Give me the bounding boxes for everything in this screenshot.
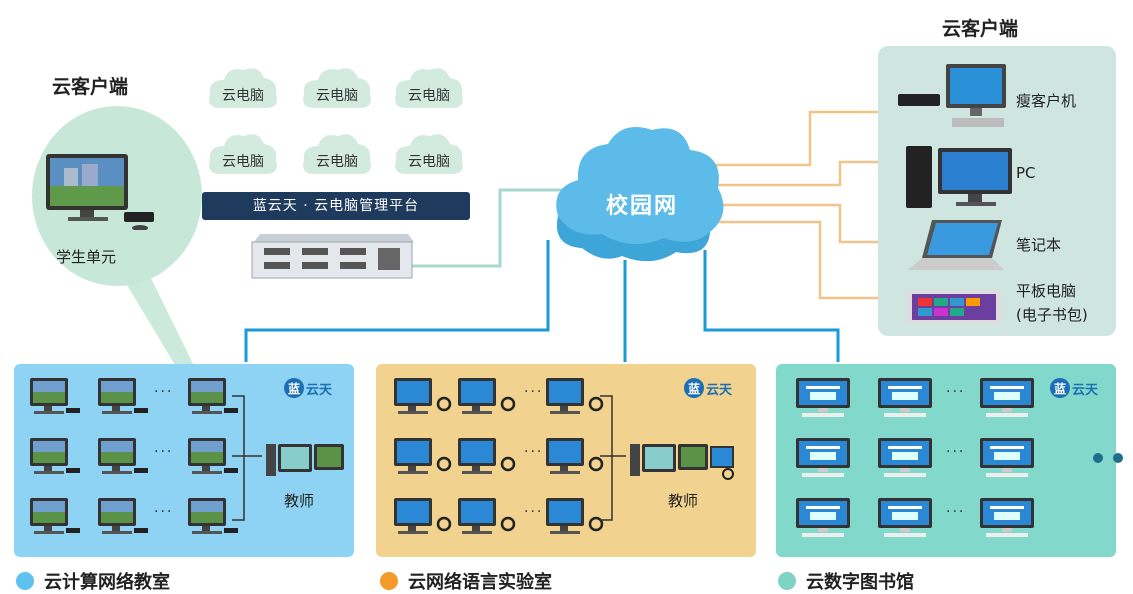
- legend-item-classroom: 云计算网络教室: [16, 568, 170, 594]
- ellipsis: ···: [946, 504, 966, 520]
- classroom-computer-icon: [98, 438, 148, 474]
- device-label-pc: PC: [1016, 164, 1036, 182]
- management-platform-banner: 蓝云天 · 云电脑管理平台: [202, 192, 470, 220]
- ellipsis: ···: [154, 384, 174, 400]
- legend-dot: [380, 572, 398, 590]
- library-computer-icon: [878, 438, 932, 477]
- library-computer-icon: [796, 498, 850, 537]
- legend-dot: [16, 572, 34, 590]
- student-unit-label: 学生单元: [56, 248, 117, 266]
- lab-computer-icon: [458, 378, 516, 414]
- pc-icon: [906, 146, 1012, 208]
- classroom-computer-icon: [30, 378, 80, 414]
- classroom-computer-icon: [188, 378, 238, 414]
- tablet-icon: [906, 290, 1002, 324]
- campus-network-cloud: [556, 127, 724, 262]
- cloud-pc: 云电脑: [392, 128, 466, 184]
- library-computer-icon: [878, 378, 932, 417]
- legend-dot: [778, 572, 796, 590]
- student-pc-icon: [46, 154, 154, 230]
- cloud-pc: 云电脑: [206, 62, 280, 118]
- cloud-pc: 云电脑: [300, 128, 374, 184]
- lab-computer-icon: [458, 438, 516, 474]
- lab-computer-icon: [458, 498, 516, 534]
- legend-label: 云计算网络教室: [44, 572, 170, 593]
- laptop-icon: [908, 220, 1004, 270]
- lab-computer-icon: [546, 378, 604, 414]
- lab-computer-icon: [546, 498, 604, 534]
- teacher-station-icon: [266, 444, 344, 476]
- lab-computer-icon: [394, 378, 452, 414]
- library-computer-icon: [796, 438, 850, 477]
- teacher-label: 教师: [284, 492, 315, 510]
- device-label-laptop: 笔记本: [1016, 236, 1062, 254]
- device-label-thin-client: 瘦客户机: [1016, 92, 1077, 110]
- server-icon: [251, 234, 414, 279]
- cloud-client-title-left: 云客户端: [52, 76, 129, 98]
- device-label-ebook: (电子书包): [1016, 306, 1088, 324]
- brand-logo: 蓝云天: [684, 378, 732, 398]
- library-computer-icon: [980, 438, 1034, 477]
- cloud-pc: 云电脑: [392, 62, 466, 118]
- device-label-tablet: 平板电脑: [1016, 282, 1077, 300]
- legend-label: 云数字图书馆: [806, 572, 914, 593]
- cloud-pc: 云电脑: [206, 128, 280, 184]
- lab-computer-icon: [546, 438, 604, 474]
- library-computer-icon: [878, 498, 932, 537]
- lab-computer-icon: [394, 498, 452, 534]
- ellipsis: ···: [946, 444, 966, 460]
- brand-logo: 蓝云天: [1050, 378, 1098, 398]
- brand-logo: 蓝云天: [284, 378, 332, 398]
- ellipsis: ···: [154, 504, 174, 520]
- library-computer-icon: [796, 378, 850, 417]
- ellipsis: ···: [524, 384, 544, 400]
- teacher-label: 教师: [668, 492, 699, 510]
- legend-item-library: 云数字图书馆: [778, 568, 914, 594]
- classroom-computer-icon: [30, 438, 80, 474]
- ellipsis: ···: [154, 444, 174, 460]
- classroom-computer-icon: [188, 438, 238, 474]
- lab-computer-icon: [394, 438, 452, 474]
- classroom-computer-icon: [98, 498, 148, 534]
- legend-label: 云网络语言实验室: [408, 572, 552, 593]
- legend-item-language-lab: 云网络语言实验室: [380, 568, 552, 594]
- library-computer-icon: [980, 378, 1034, 417]
- teacher-station-icon: [630, 444, 734, 480]
- classroom-computer-icon: [188, 498, 238, 534]
- ellipsis: ···: [524, 504, 544, 520]
- cloud-pc: 云电脑: [300, 62, 374, 118]
- thin-client-icon: [898, 64, 1006, 127]
- cloud-client-title-right: 云客户端: [942, 18, 1019, 40]
- ellipsis: ···: [524, 444, 544, 460]
- campus-network-label: 校园网: [606, 194, 679, 219]
- classroom-computer-icon: [30, 498, 80, 534]
- classroom-computer-icon: [98, 378, 148, 414]
- library-computer-icon: [980, 498, 1034, 537]
- ellipsis: ···: [946, 384, 966, 400]
